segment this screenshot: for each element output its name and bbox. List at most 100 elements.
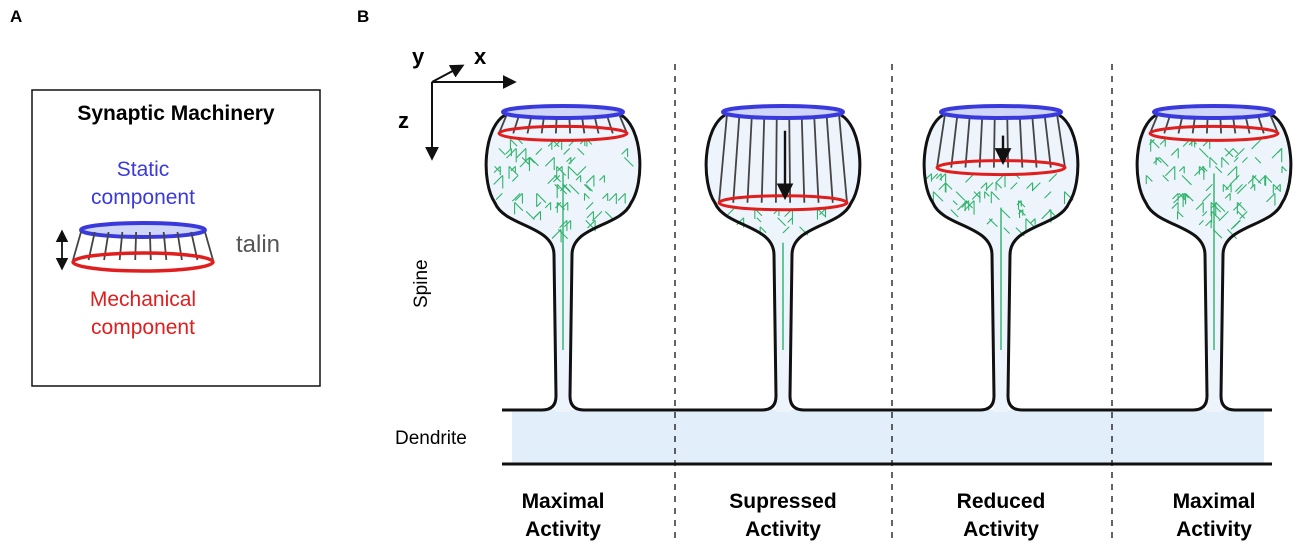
x-axis-label: x [474,44,487,69]
actin-filament [563,220,572,228]
actin-filament [1205,220,1212,227]
talin-strut [746,113,753,203]
actin-filament [944,182,953,190]
actin-filament [498,148,506,156]
actin-filament [529,157,539,167]
static-ring [1152,104,1276,120]
actin-filament [535,148,543,155]
actin-filament [782,226,790,234]
actin-filament [1236,184,1248,195]
actin-filament [1233,157,1239,163]
actin-filament [583,184,592,192]
actin-filament [563,148,571,155]
actin-filament [556,184,568,195]
mechanical-ring [1148,124,1280,142]
z-axis-label: z [398,108,409,133]
actin-filament [819,208,826,216]
actin-filament [514,193,523,201]
legend-talin-strut [72,231,82,261]
actin-filament [1218,211,1229,222]
actin-filament [1249,184,1256,190]
actin-filament [971,191,981,200]
actin-filament [493,166,501,173]
actin-filament [556,166,567,176]
actin-filament [1030,218,1036,224]
actin-filament [1237,211,1246,219]
actin-filament [551,229,562,239]
legend-box: Synaptic Machinery Static component tali… [31,89,321,387]
legend-title: Synaptic Machinery [77,102,275,125]
actin-filament [1232,148,1239,154]
actin-filament [561,202,569,209]
actin-filament [554,184,560,190]
static-ring [939,104,1063,120]
talin-strut [1043,113,1052,168]
actin-filament [1205,184,1213,192]
actin-filament [931,173,939,180]
spine-2 [704,104,862,412]
actin-filament [567,166,578,176]
legend-static-line1: Static [117,158,170,181]
legend-talin-strut [118,231,124,261]
talin-strut [1269,113,1279,134]
state-4-line1: Maximal [1173,490,1256,513]
legend-mechanical-line1: Mechanical [90,288,196,311]
actin-filament [988,218,998,228]
dendrite-label: Dendrite [395,428,467,449]
actin-filament [1212,229,1223,239]
actin-filament [1225,184,1232,191]
actin-filament [586,211,594,219]
actin-filament [1016,200,1022,206]
spine-outline [1135,113,1293,412]
actin-filament [599,175,605,181]
panel-b-label: B [357,7,369,26]
mechanical-ring [497,124,629,142]
actin-filament [511,193,521,202]
actin-filament [1239,211,1248,220]
actin-filament [1177,211,1184,218]
actin-filament [1173,193,1184,204]
actin-filament [932,191,944,202]
actin-filament [1178,193,1187,202]
talin-strut [964,113,971,168]
actin-filament [519,157,530,168]
actin-filament [1241,157,1248,163]
talin-strut [774,113,778,203]
actin-filament [1170,148,1179,156]
spine-4 [1135,104,1293,412]
actin-filament [1271,148,1283,159]
actin-filament [1281,166,1288,172]
actin-filament [1227,229,1237,239]
actin-filament [1010,182,1018,190]
actin-filament [1155,157,1162,164]
spine-3 [922,104,1080,412]
actin-filament [1201,211,1208,217]
actin-filament [1031,182,1041,192]
legend-mechanical-ring [71,251,215,273]
actin-filament [617,193,626,201]
actin-filament [1224,148,1234,158]
actin-filament [566,157,572,163]
actin-filament [1195,202,1204,211]
actin-filament [517,139,523,145]
actin-filament [1164,166,1176,177]
actin-filament [1178,166,1185,172]
talin-strut [718,113,728,203]
actin-filament [1185,193,1194,202]
actin-filament [1158,157,1169,167]
actin-filament [508,166,519,176]
talin-strut [838,113,848,203]
actin-filament [510,166,516,172]
actin-filament [1225,148,1234,157]
actin-filament [559,220,568,229]
legend-ring-illustration [55,221,215,273]
actin-filament [1183,193,1190,199]
actin-filament [1252,175,1262,185]
actin-filament [552,175,561,183]
actin-filament [505,148,512,155]
actin-filament [1229,175,1240,186]
talin-strut [936,113,946,168]
actin-filament [568,157,576,165]
actin-filament [1171,202,1179,209]
